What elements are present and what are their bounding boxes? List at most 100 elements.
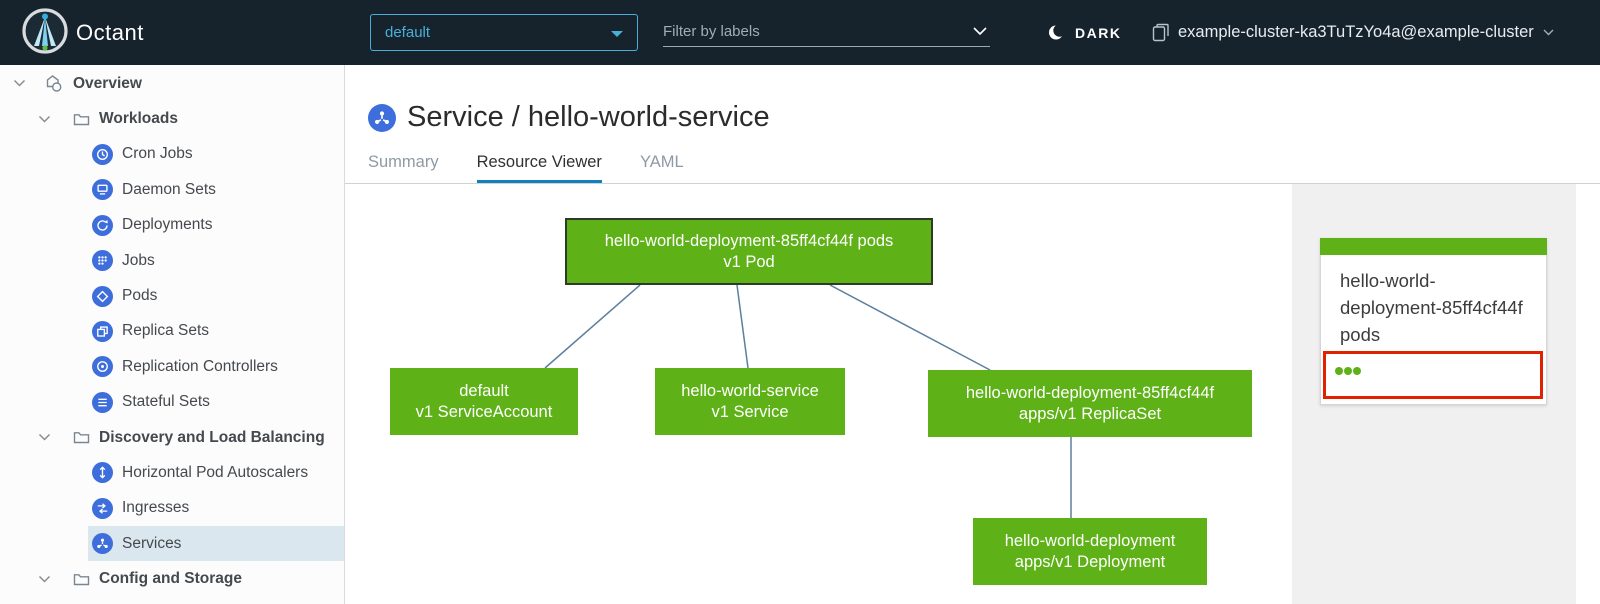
sidebar-item-label: Replica Sets bbox=[122, 322, 210, 340]
sidebar-item-replication-controllers[interactable]: Replication Controllers bbox=[0, 349, 344, 384]
graph-node-service[interactable]: hello-world-service v1 Service bbox=[655, 368, 845, 435]
namespace-dropdown[interactable]: default bbox=[370, 14, 638, 51]
cron-jobs-icon bbox=[92, 143, 113, 165]
sidebar-item-label: Stateful Sets bbox=[122, 393, 210, 411]
folder-icon bbox=[73, 113, 90, 125]
pod-status-dots bbox=[1335, 362, 1362, 379]
sidebar-group-workloads[interactable]: Workloads bbox=[0, 101, 344, 136]
sidebar-item-label: Cron Jobs bbox=[122, 145, 193, 163]
resource-graph[interactable]: hello-world-deployment-85ff4cf44f pods v… bbox=[345, 184, 1292, 602]
tab-summary[interactable]: Summary bbox=[368, 153, 439, 171]
theme-toggle-label: DARK bbox=[1075, 24, 1122, 41]
sidebar-item-deployments[interactable]: Deployments bbox=[0, 208, 344, 243]
sidebar-item-pods[interactable]: Pods bbox=[0, 278, 344, 313]
card-status-bar bbox=[1320, 238, 1547, 255]
sidebar-item-ingresses[interactable]: Ingresses bbox=[0, 491, 344, 526]
sidebar-item-label: Ingresses bbox=[122, 499, 190, 517]
ingresses-icon bbox=[92, 497, 113, 519]
pod-status-dot bbox=[1353, 367, 1361, 375]
replica-sets-icon bbox=[92, 320, 113, 342]
sidebar-item-label: Discovery and Load Balancing bbox=[99, 428, 325, 446]
pod-status-dot bbox=[1344, 367, 1352, 375]
cluster-selector-value: example-cluster-ka3TuTzYo4a@example-clus… bbox=[1178, 23, 1534, 41]
app-header: Octant default DARK example-cluster-ka3T… bbox=[0, 0, 1600, 65]
moon-icon bbox=[1049, 24, 1065, 40]
graph-node-kind: v1 Pod bbox=[723, 252, 775, 271]
namespace-dropdown-value: default bbox=[385, 24, 431, 41]
graph-node-kind: apps/v1 ReplicaSet bbox=[1018, 404, 1162, 423]
chevron-down-icon[interactable] bbox=[38, 433, 51, 442]
pods-icon bbox=[92, 285, 113, 307]
sidebar-item-label: Daemon Sets bbox=[122, 180, 216, 198]
chevron-down-icon[interactable] bbox=[13, 79, 26, 88]
caret-down-icon bbox=[611, 31, 623, 37]
chevron-down-icon bbox=[1543, 29, 1554, 36]
octant-logo-icon bbox=[22, 8, 68, 54]
label-filter-input[interactable] bbox=[663, 22, 972, 40]
chevron-down-icon[interactable] bbox=[972, 26, 988, 36]
selected-node-title: hello-world-deployment-85ff4cf44f pods bbox=[1340, 270, 1523, 345]
sidebar-item-cron-jobs[interactable]: Cron Jobs bbox=[0, 137, 344, 172]
sidebar-nav: Overview Workloads Cron Jobs Daemon Sets… bbox=[0, 65, 345, 604]
sidebar-group-config-and-storage[interactable]: Config and Storage bbox=[0, 561, 344, 596]
tab-resource-viewer[interactable]: Resource Viewer bbox=[476, 153, 602, 184]
page-header: Service / hello-world-service bbox=[368, 101, 770, 134]
graph-node-deployment[interactable]: hello-world-deployment apps/v1 Deploymen… bbox=[973, 518, 1207, 585]
sidebar-item-label: Services bbox=[122, 534, 182, 552]
sidebar-item-stateful-sets[interactable]: Stateful Sets bbox=[0, 385, 344, 420]
graph-node-name: hello-world-deployment-85ff4cf44f pods bbox=[604, 231, 894, 250]
sidebar-item-services[interactable]: Services bbox=[0, 526, 344, 562]
sidebar-item-label: Deployments bbox=[122, 216, 213, 234]
graph-node-kind: v1 Service bbox=[711, 402, 789, 421]
graph-node-kind: v1 ServiceAccount bbox=[415, 402, 553, 421]
cluster-icon bbox=[1152, 23, 1169, 42]
deployments-icon bbox=[92, 214, 113, 236]
graph-node-name: hello-world-deployment-85ff4cf44f bbox=[965, 383, 1215, 402]
app-title: Octant bbox=[76, 19, 144, 45]
graph-node-name: hello-world-service bbox=[681, 381, 819, 400]
chevron-down-icon[interactable] bbox=[38, 115, 51, 124]
sidebar-item-label: Workloads bbox=[99, 110, 178, 128]
graph-edges bbox=[544, 284, 1072, 518]
selected-node-panel: hello-world-deployment-85ff4cf44f pods bbox=[1292, 184, 1576, 604]
daemon-sets-icon bbox=[92, 179, 113, 201]
folder-icon bbox=[73, 432, 90, 444]
objects-icon bbox=[46, 75, 62, 92]
sidebar-item-replica-sets[interactable]: Replica Sets bbox=[0, 314, 344, 349]
sidebar-item-jobs[interactable]: Jobs bbox=[0, 243, 344, 278]
services-icon bbox=[92, 533, 113, 555]
sidebar-item-label: Overview bbox=[73, 74, 142, 92]
replication-controllers-icon bbox=[92, 356, 113, 378]
tab-yaml[interactable]: YAML bbox=[639, 153, 684, 171]
cluster-selector[interactable]: example-cluster-ka3TuTzYo4a@example-clus… bbox=[1152, 0, 1554, 65]
sidebar-item-label: Horizontal Pod Autoscalers bbox=[122, 463, 309, 481]
main-content: Service / hello-world-service Summary Re… bbox=[345, 65, 1600, 604]
service-resource-icon bbox=[368, 103, 396, 132]
stateful-sets-icon bbox=[92, 391, 113, 413]
sidebar-item-daemon-sets[interactable]: Daemon Sets bbox=[0, 172, 344, 207]
chevron-down-icon[interactable] bbox=[38, 575, 51, 584]
page-title: Service / hello-world-service bbox=[407, 101, 770, 133]
sidebar-item-label: Config and Storage bbox=[99, 570, 242, 588]
hpa-icon bbox=[92, 462, 113, 484]
sidebar-item-label: Pods bbox=[122, 287, 158, 305]
tab-bar: Summary Resource Viewer YAML bbox=[368, 153, 684, 184]
tab-divider bbox=[345, 183, 1600, 184]
graph-node-name: default bbox=[459, 381, 509, 400]
graph-node-kind: apps/v1 Deployment bbox=[1014, 552, 1166, 571]
sidebar-item-label: Jobs bbox=[122, 251, 155, 269]
graph-node-pod[interactable]: hello-world-deployment-85ff4cf44f pods v… bbox=[565, 218, 933, 285]
graph-node-replicaset[interactable]: hello-world-deployment-85ff4cf44f apps/v… bbox=[928, 370, 1252, 437]
sidebar-group-discovery-and-load-balancing[interactable]: Discovery and Load Balancing bbox=[0, 420, 344, 455]
label-filter bbox=[663, 16, 990, 47]
graph-node-serviceaccount[interactable]: default v1 ServiceAccount bbox=[390, 368, 578, 435]
graph-node-name: hello-world-deployment bbox=[1004, 531, 1176, 550]
sidebar-item-overview[interactable]: Overview bbox=[0, 66, 344, 101]
pod-status-alert-box[interactable] bbox=[1323, 351, 1543, 399]
sidebar-item-horizontal-pod-autoscalers[interactable]: Horizontal Pod Autoscalers bbox=[0, 455, 344, 490]
jobs-icon bbox=[92, 250, 113, 272]
folder-icon bbox=[73, 573, 90, 585]
selected-node-card[interactable]: hello-world-deployment-85ff4cf44f pods bbox=[1320, 238, 1547, 405]
dark-theme-toggle[interactable]: DARK bbox=[1048, 0, 1121, 65]
pod-status-dot bbox=[1335, 367, 1343, 375]
